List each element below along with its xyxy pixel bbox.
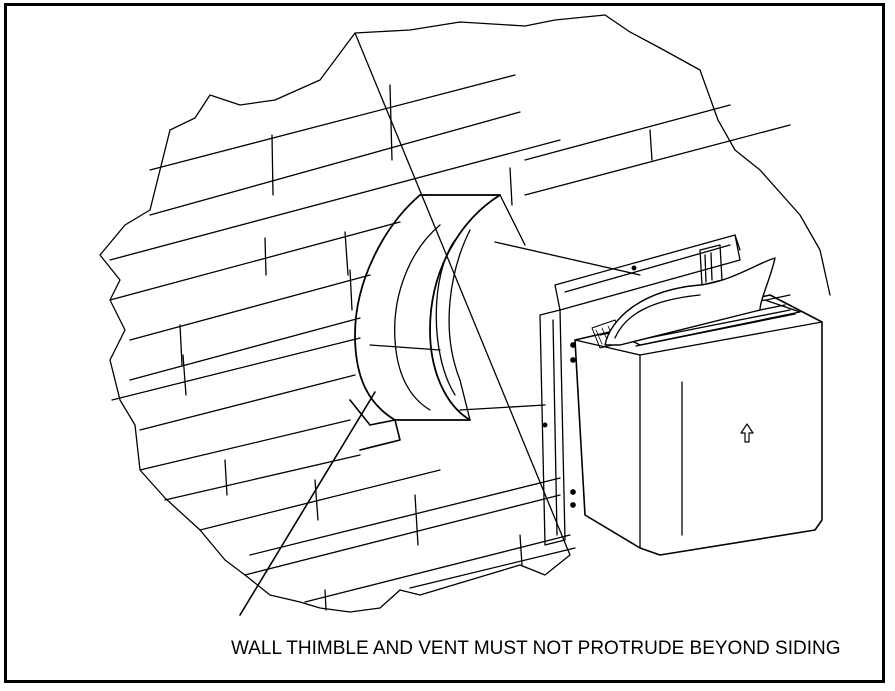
plate-right-side <box>734 234 741 251</box>
siding-course-line <box>304 534 571 603</box>
siding-course-line <box>164 454 361 501</box>
siding-joint-line <box>224 459 228 496</box>
siding-course-line <box>111 337 361 401</box>
siding-course-line <box>139 374 356 431</box>
vent-cap-body <box>574 294 823 556</box>
siding-joint-line <box>649 129 653 161</box>
siding-shadow <box>349 399 401 451</box>
up-arrow-icon <box>740 423 754 443</box>
siding-joint-line <box>414 494 419 546</box>
siding-course-line <box>149 74 516 171</box>
siding-course-line <box>109 139 561 261</box>
siding-course-line <box>409 547 576 589</box>
siding-joint-line <box>509 167 513 206</box>
siding-course-line <box>129 317 361 381</box>
vent-cap <box>574 244 823 556</box>
vent-guard-line <box>704 252 713 283</box>
plate-top-edge <box>554 234 741 311</box>
thimble-flange-top-edge <box>419 194 526 246</box>
siding-joint-line <box>344 231 349 276</box>
plate-rivet <box>542 422 548 428</box>
callout-leader-line <box>239 391 376 616</box>
siding-course-line <box>249 477 561 556</box>
siding-joint-line <box>264 237 267 276</box>
vent-louver-line <box>635 313 796 347</box>
siding-joint-line <box>389 84 393 161</box>
siding-joint-line <box>314 479 319 521</box>
thimble-seam <box>369 344 441 351</box>
siding-joint-line <box>349 269 353 311</box>
siding-course-line <box>524 104 731 161</box>
siding-joint-line <box>324 589 327 611</box>
siding-course-line <box>129 274 371 341</box>
siding-joint-line <box>271 134 274 196</box>
plate-rivet <box>631 265 637 271</box>
mounting-plate <box>539 234 741 546</box>
plate-top-inner <box>564 244 731 293</box>
plate-rivet <box>570 502 576 508</box>
siding-course-line <box>109 221 401 301</box>
siding-outline <box>99 14 831 613</box>
vent-guard <box>699 244 723 286</box>
siding-course-line <box>149 111 521 216</box>
vent-cap-left-face <box>574 339 641 356</box>
vent-deflector <box>604 257 776 346</box>
siding-course-line <box>244 494 561 576</box>
vent-deflector-inner <box>614 294 701 339</box>
vent-cap-front-edge <box>639 321 823 549</box>
plate-rivet <box>570 357 576 363</box>
thimble-sleeve-ring <box>435 239 456 396</box>
plate-rivet <box>570 489 576 495</box>
figure-caption: WALL THIMBLE AND VENT MUST NOT PROTRUDE … <box>231 638 841 659</box>
thimble-sleeve <box>448 229 641 421</box>
vent-grille-hatch <box>595 323 621 345</box>
plate-left-flange <box>539 309 566 546</box>
siding-course-line <box>524 124 791 196</box>
siding-joint-line <box>179 324 183 366</box>
thimble-flange-inner <box>394 224 441 411</box>
siding-joint-line <box>182 354 187 396</box>
siding-course-line <box>199 469 441 531</box>
plate-left-inner <box>552 319 558 536</box>
wall-thimble <box>354 194 641 421</box>
siding-course-line <box>139 419 351 471</box>
siding-joint-line <box>519 534 523 566</box>
